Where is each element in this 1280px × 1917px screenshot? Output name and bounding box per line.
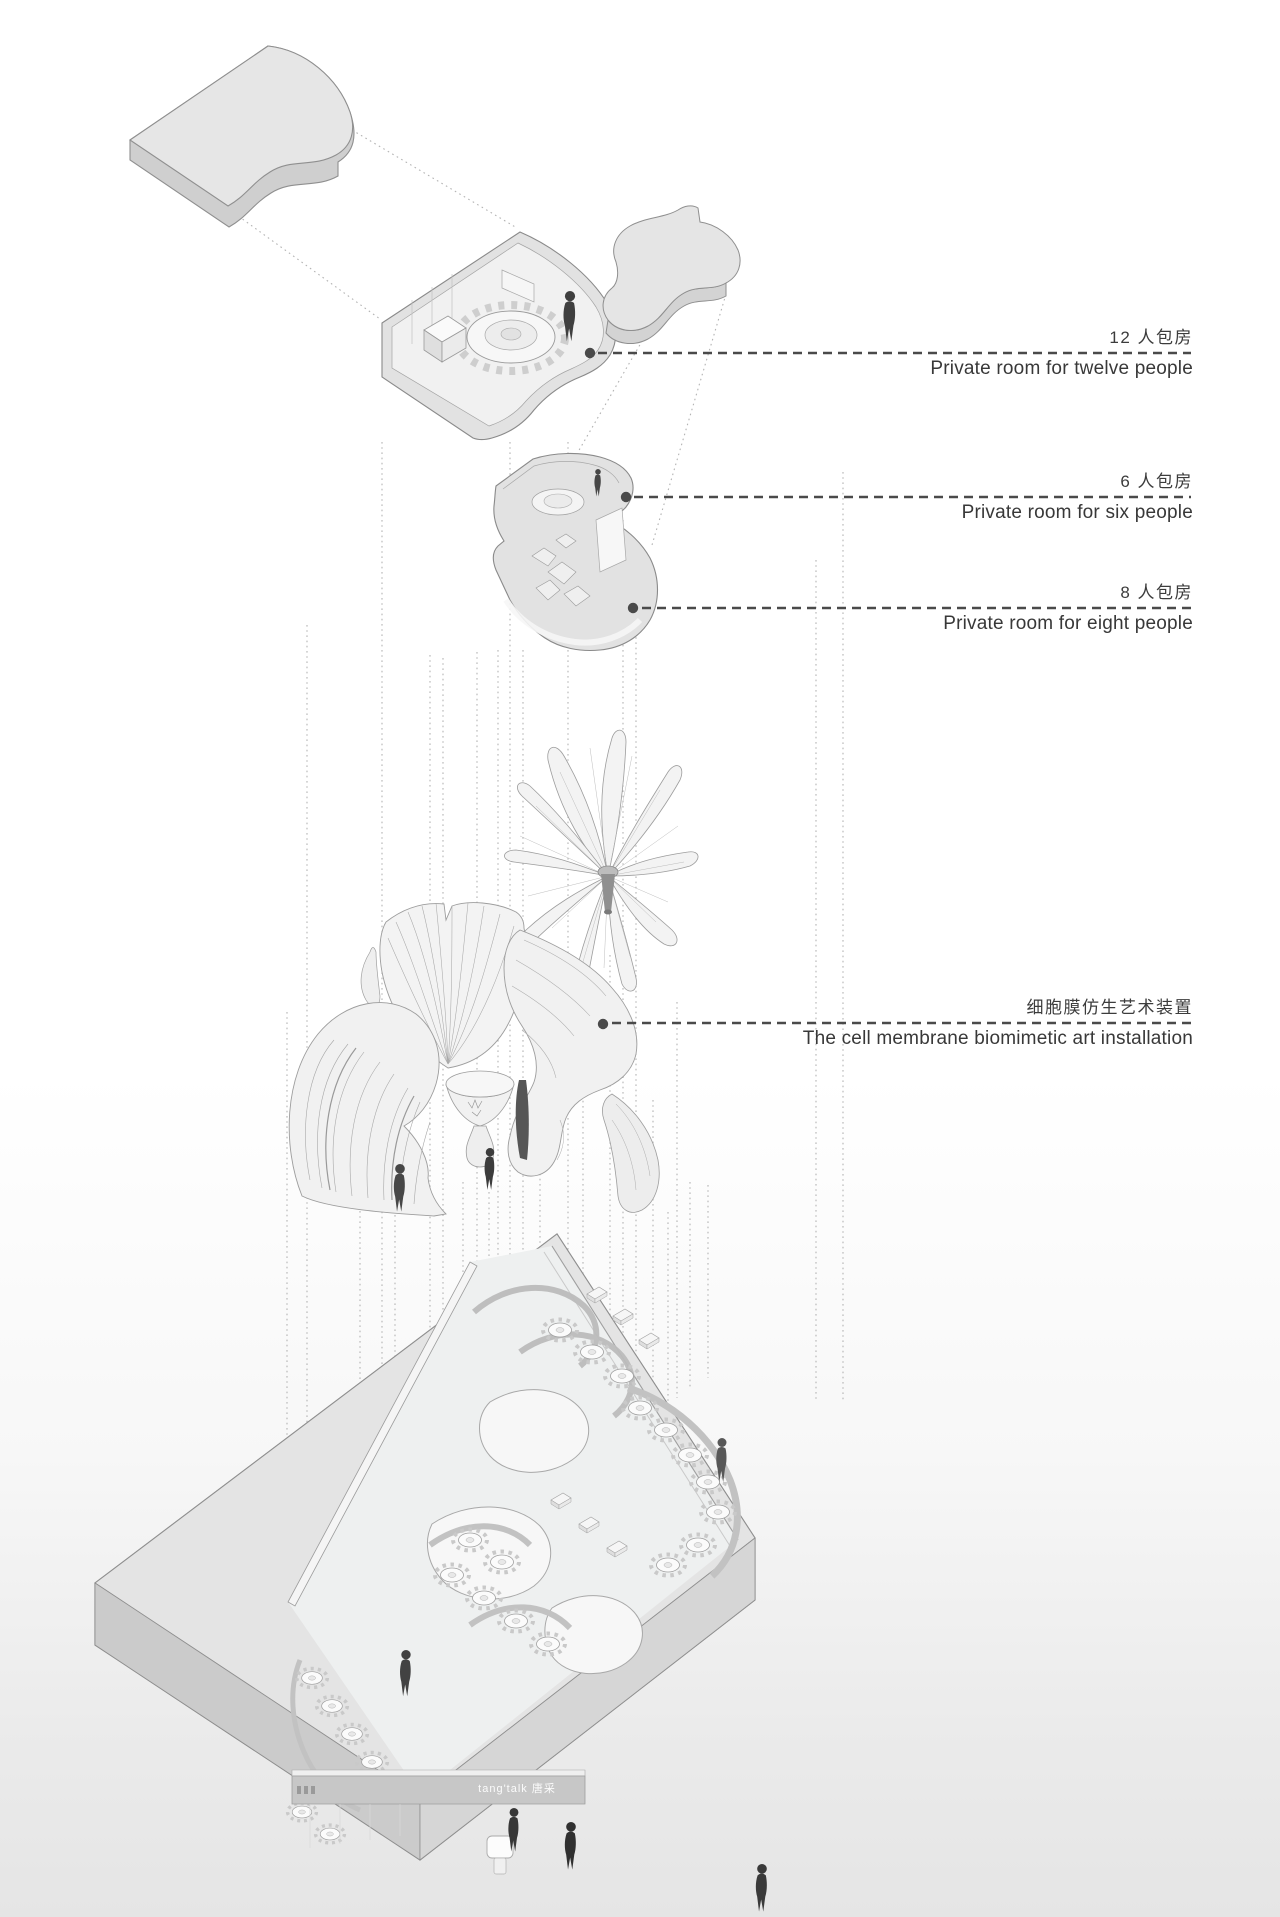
entrance [486,1835,514,1875]
marker-dot-membrane [597,1018,609,1030]
annotation-private-room-12-zh: 12 人包房 [1109,328,1193,347]
wall-panel [501,269,535,303]
facade-band [291,1769,586,1848]
annotation-membrane-installation-zh: 细胞膜仿生艺术装置 [1026,998,1193,1017]
facade-logo-text: tang'talk 唐采 [478,1783,556,1795]
annotation-private-room-8-en: Private room for eight people [943,613,1193,634]
roof-slab-12 [129,45,355,228]
figure-outside-right [755,1864,767,1912]
annotation-membrane-installation: 细胞膜仿生艺术装置 The cell membrane biomimetic a… [803,997,1193,1050]
annotation-membrane-installation-en: The cell membrane biomimetic art install… [802,1028,1193,1049]
interior-partition-wall [287,1261,478,1607]
private-rooms-6-8-model [492,452,658,652]
annotation-private-room-12: 12 人包房 Private room for twelve people [930,327,1193,380]
floor-plan-model [94,1233,756,1875]
annotation-private-room-6-zh: 6 人包房 [1120,472,1193,491]
banquette-walls-middle [428,1523,573,1631]
annotation-private-room-6-en: Private room for six people [961,502,1193,523]
annotation-private-room-8-zh: 8 人包房 [1120,583,1193,602]
membrane-canopies [288,902,660,1217]
marker-dot-room6 [620,491,632,503]
figure-entrance-b [564,1822,576,1870]
membrane-funnel [445,1070,515,1168]
marker-dot-room12 [584,347,596,359]
membrane-fold-shadow [515,1080,529,1160]
annotation-private-room-8: 8 人包房 Private room for eight people [943,582,1193,635]
cabinet [423,315,467,363]
rockery [531,533,591,607]
membrane-flower [504,729,699,1002]
round-dining-table-12 [453,301,569,375]
leader-lines [584,347,1191,1030]
private-room-12-model [381,231,617,441]
annotation-private-room-12-en: Private room for twelve people [930,358,1193,379]
annotation-private-room-6: 6 人包房 Private room for six people [962,471,1193,524]
banquette-wall-right [626,1384,741,1579]
roof-slab-6-8 [602,205,741,345]
marker-dot-room8 [627,602,639,614]
membrane-shell [288,1002,447,1217]
membrane-wing [503,929,660,1213]
